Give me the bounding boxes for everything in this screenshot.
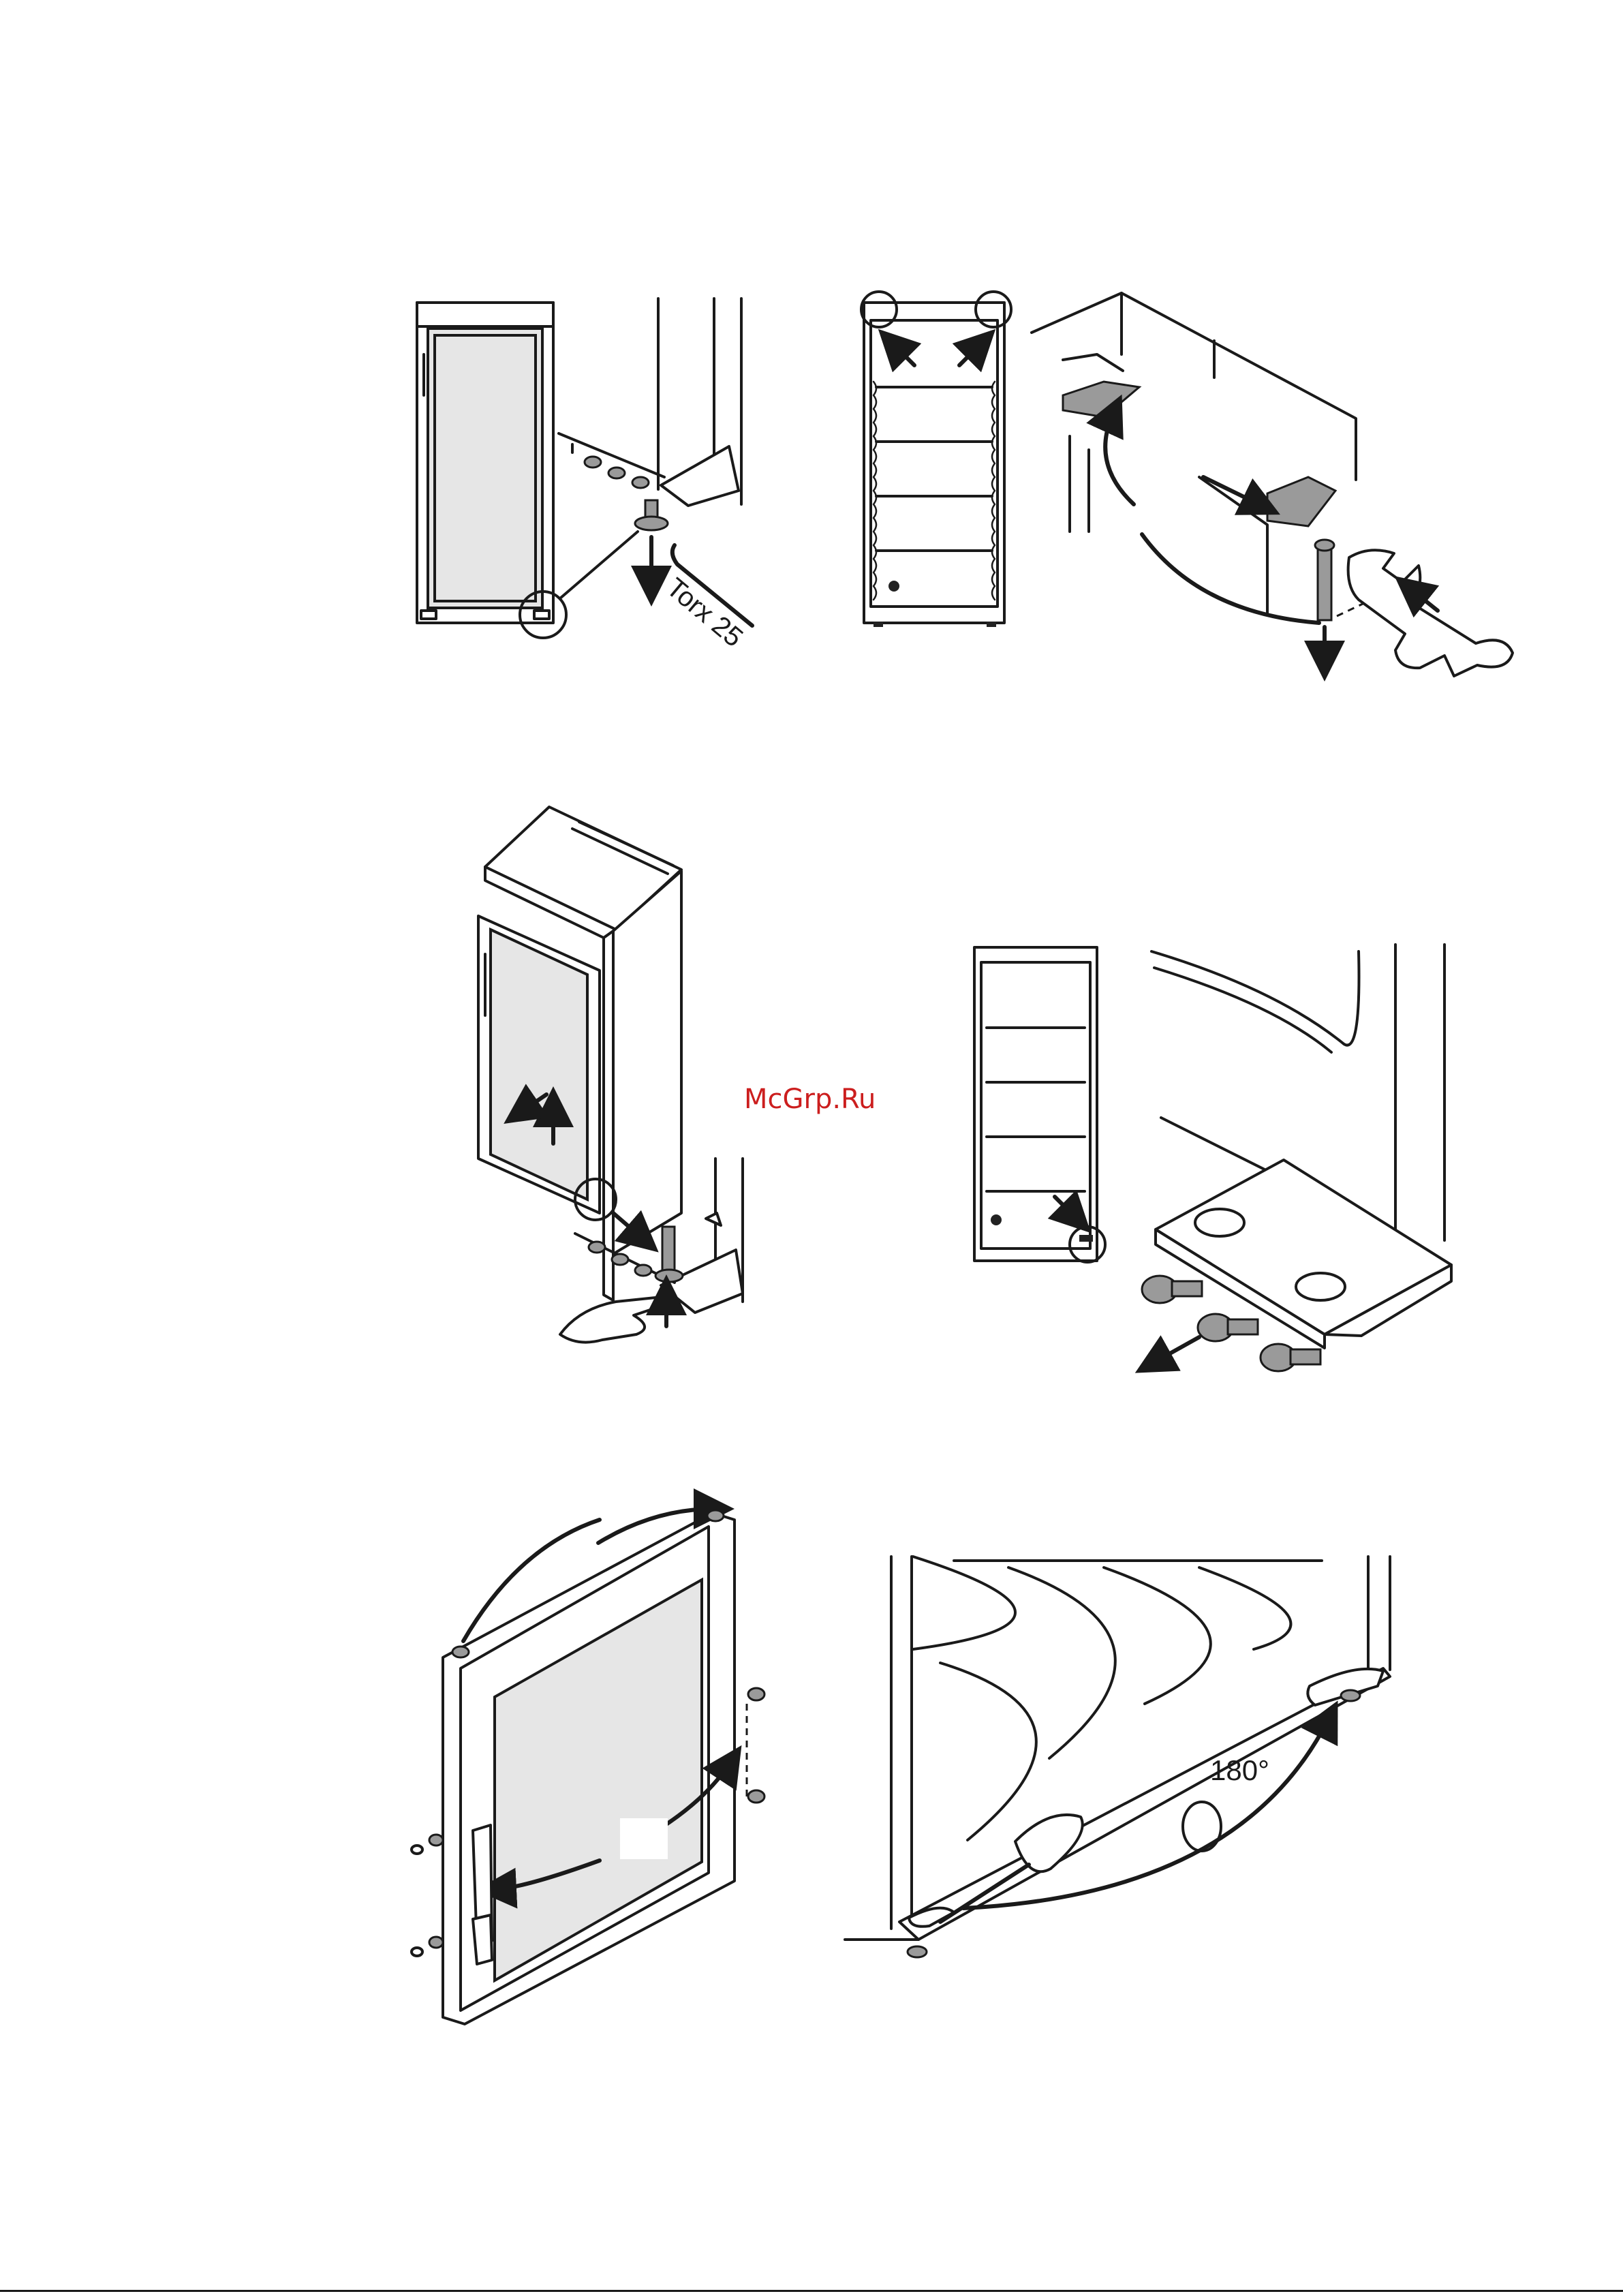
out-arrow [1153, 1337, 1199, 1363]
door [478, 916, 600, 1213]
wrench [1348, 550, 1513, 676]
fridge-front-view [417, 303, 553, 623]
hand [560, 1298, 659, 1343]
panel-4-remove-bracket [974, 945, 1451, 1371]
label-patch [620, 1818, 668, 1859]
torx-screw [635, 500, 668, 530]
fridge-open-view [864, 303, 1004, 627]
footer-rule [0, 2290, 1623, 2292]
top-pin-right [707, 1510, 724, 1521]
panel-6-rotate-foot [845, 1557, 1390, 1957]
fridge-bottom-corner [559, 299, 741, 506]
panel-5-swap-door-hinges [412, 1509, 764, 2024]
top-pin-left [452, 1647, 469, 1657]
panel-1-remove-foot-screw [417, 299, 752, 638]
watermark-text: McGrp.Ru [744, 1084, 876, 1115]
leader-line [560, 532, 638, 598]
hinge-detail-view [1032, 293, 1356, 623]
hinge-pin [1315, 540, 1334, 620]
fridge-open-view [974, 947, 1097, 1261]
rotation-angle-label: 180° [1210, 1754, 1269, 1787]
panel-2-remove-hinge-pin [861, 292, 1513, 676]
panel-3-remove-door [478, 807, 743, 1343]
